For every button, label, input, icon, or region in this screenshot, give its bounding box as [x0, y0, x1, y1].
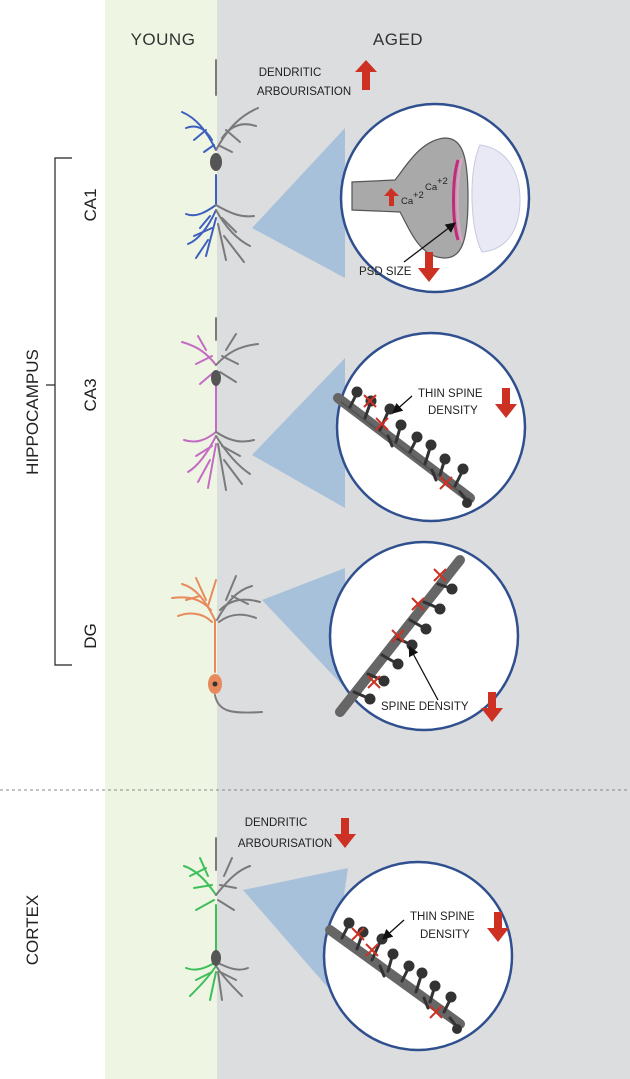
cortex-arbour-label-line2: ARBOURISATION: [238, 838, 332, 850]
ca1-zoom-cone: [252, 128, 345, 278]
cortex-arbour-label-line1: DENDRITIC: [245, 817, 308, 829]
ca3-inset-circle: [335, 331, 527, 523]
ca3-thin-spine-label-line1: THIN SPINE: [418, 388, 483, 400]
ca3-pointer: [392, 395, 413, 414]
ca3-dendrite: [333, 386, 475, 508]
dg-label: DG: [81, 623, 100, 649]
young-column-bg: [105, 0, 217, 1079]
dg-down-arrow: [481, 692, 503, 722]
dg-zoom-cone: [262, 568, 345, 688]
cortex-inset: THIN SPINE DENSITY: [322, 860, 514, 1052]
ca1-label: CA1: [81, 188, 100, 221]
ca3-zoom-cone: [252, 358, 345, 508]
hippocampus-label: HIPPOCAMPUS: [23, 349, 42, 475]
dg-inset: SPINE DENSITY: [328, 540, 520, 732]
ca3-inset: THIN SPINE DENSITY: [333, 331, 527, 523]
dg-dendrite: [335, 555, 465, 717]
ca1-arbour-label-line2: ARBOURISATION: [257, 86, 351, 98]
ca-label-a: Ca: [425, 182, 438, 193]
cortex-zoom-cone: [243, 868, 348, 990]
cortex-inset-down-arrow: [487, 912, 509, 942]
cortex-neuron: [183, 837, 251, 1001]
ca1-neuron: [181, 59, 259, 263]
ca3-thin-spine-label-line2: DENSITY: [428, 405, 478, 417]
cortex-inset-circle: [322, 860, 514, 1052]
psd-size-label: PSD SIZE: [359, 266, 412, 278]
spine-head: [351, 137, 469, 259]
dg-pointer: [408, 645, 439, 701]
psd-down-arrow: [418, 252, 440, 282]
hippocampus-bracket: [54, 157, 72, 666]
ca1-inset: Ca +2 Ca +2 PSD SIZE: [339, 102, 531, 294]
ca1-arbour-up-arrow: [355, 60, 377, 90]
ca-up-arrow: [384, 188, 399, 206]
psd-band: [452, 159, 460, 241]
psd-pointer: [403, 222, 457, 263]
dg-inset-circle: [328, 540, 520, 732]
ca-sup-b: +2: [413, 190, 424, 201]
ca3-label: CA3: [81, 378, 100, 411]
cortex-thin-spine-label-line1: THIN SPINE: [410, 911, 475, 923]
cortex-pointer: [382, 919, 405, 940]
aged-header: AGED: [373, 30, 423, 49]
cortex-thin-spine-label-line2: DENSITY: [420, 929, 470, 941]
ca3-neuron: [181, 317, 259, 491]
ca-label-b: Ca: [401, 196, 414, 207]
dg-neuron: [171, 575, 263, 714]
young-header: YOUNG: [131, 30, 196, 49]
postsynaptic-terminal: [471, 144, 521, 253]
cortex-arbour-down-arrow: [334, 818, 356, 848]
ca-sup-a: +2: [437, 176, 448, 187]
cortex-dendrite: [325, 917, 465, 1034]
cortex-label: CORTEX: [23, 895, 42, 966]
ca3-down-arrow: [495, 388, 517, 418]
dg-spine-density-label: SPINE DENSITY: [381, 701, 469, 713]
ca1-arbour-label-line1: DENDRITIC: [259, 67, 322, 79]
